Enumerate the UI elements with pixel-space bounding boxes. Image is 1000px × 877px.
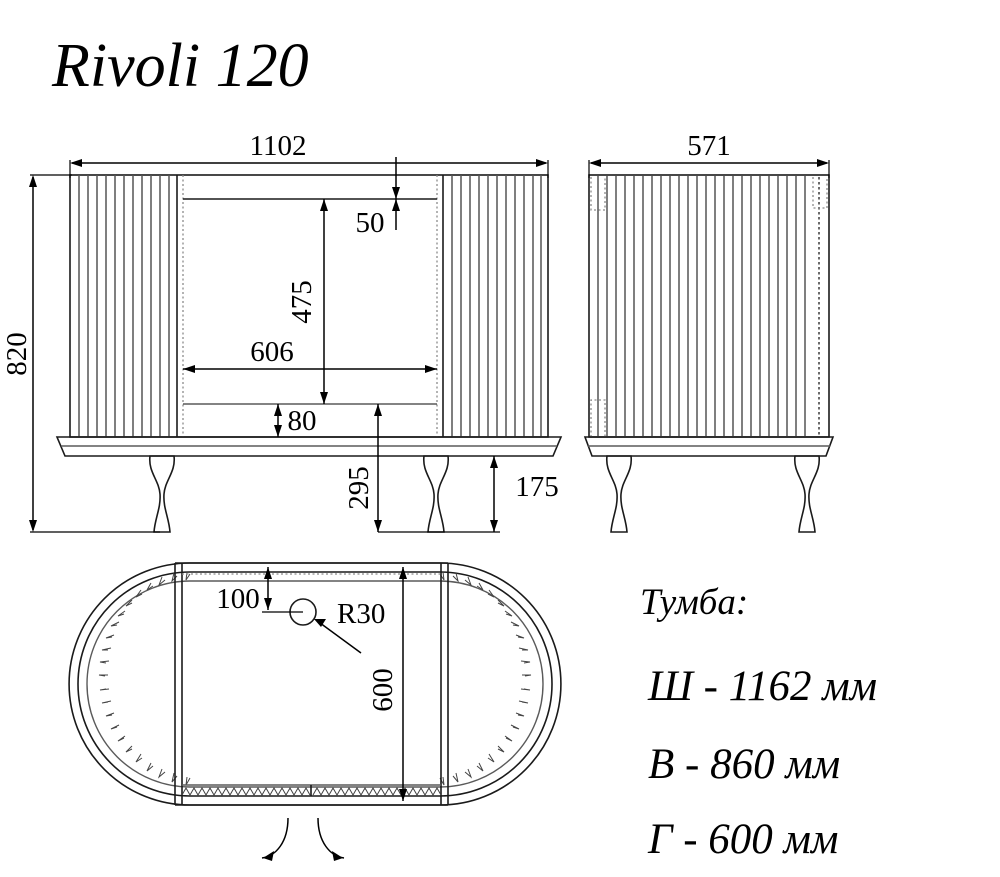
dim-label-1102: 1102 [250, 130, 307, 162]
dim-label-475: 475 [286, 280, 318, 324]
plan-inner-face [86, 580, 544, 788]
side-leg-left [606, 455, 632, 533]
dim-label-50: 50 [356, 207, 385, 239]
plan-right-scallop-band [439, 571, 532, 786]
dim-plan-inset-100: 100 [216, 567, 303, 615]
spec-row-width: Ш - 1162 мм [647, 663, 877, 710]
plan-bottom-scallop-strip [181, 785, 442, 797]
side-legs [606, 455, 820, 533]
dim-top-rail-50: 50 [356, 157, 400, 239]
dim-label-606: 606 [250, 336, 294, 368]
page-title: Rivoli 120 [51, 32, 309, 100]
dim-side-width-571: 571 [588, 130, 830, 178]
dim-plan-depth-600: 600 [367, 567, 407, 801]
dim-base-to-floor-295: 295 [343, 404, 500, 533]
dim-label-80: 80 [288, 405, 317, 437]
front-base-plinth [55, 436, 563, 457]
dim-label-100: 100 [216, 583, 260, 615]
plan-left-scallop-band [98, 571, 191, 786]
side-elevation-view: 571 [583, 130, 835, 533]
front-left-fluted-panel [78, 175, 184, 437]
dim-overall-height-820: 820 [1, 174, 160, 533]
plan-r30-leader: R30 [314, 598, 385, 654]
dim-label-r30: R30 [337, 598, 385, 630]
dim-label-571: 571 [687, 130, 731, 162]
front-elevation-view: 1102 820 50 475 [1, 130, 563, 533]
dim-label-820: 820 [1, 332, 33, 376]
spec-row-depth: Г - 600 мм [647, 816, 838, 863]
side-base-plinth [583, 436, 835, 457]
dim-leg-height-175: 175 [490, 456, 559, 532]
dim-label-600: 600 [367, 668, 399, 712]
plan-view: R30 100 600 [68, 562, 562, 861]
hinge-top-left [590, 177, 606, 211]
dim-bottom-rail-80: 80 [274, 404, 317, 437]
hinge-bottom-left [590, 399, 606, 437]
spec-row-height: В - 860 мм [648, 741, 840, 788]
side-hinge-marks [590, 177, 828, 437]
dim-opening-height-475: 475 [286, 199, 328, 404]
spec-heading: Тумба: [640, 582, 748, 623]
plan-door-swing-arrows [261, 817, 345, 861]
hinge-top-right [812, 177, 828, 209]
side-leg-right [794, 455, 820, 533]
dim-overall-width-1102: 1102 [69, 130, 549, 178]
dim-opening-width-606: 606 [183, 336, 437, 373]
spec-block: Тумба: Ш - 1162 мм В - 860 мм Г - 600 мм [640, 582, 877, 863]
dim-label-295: 295 [343, 466, 375, 510]
plan-inner-outline [77, 571, 553, 797]
front-leg-left [149, 455, 175, 533]
dim-label-175: 175 [515, 471, 559, 503]
front-right-fluted-panel [436, 175, 542, 437]
side-fluted-panel [597, 176, 806, 436]
